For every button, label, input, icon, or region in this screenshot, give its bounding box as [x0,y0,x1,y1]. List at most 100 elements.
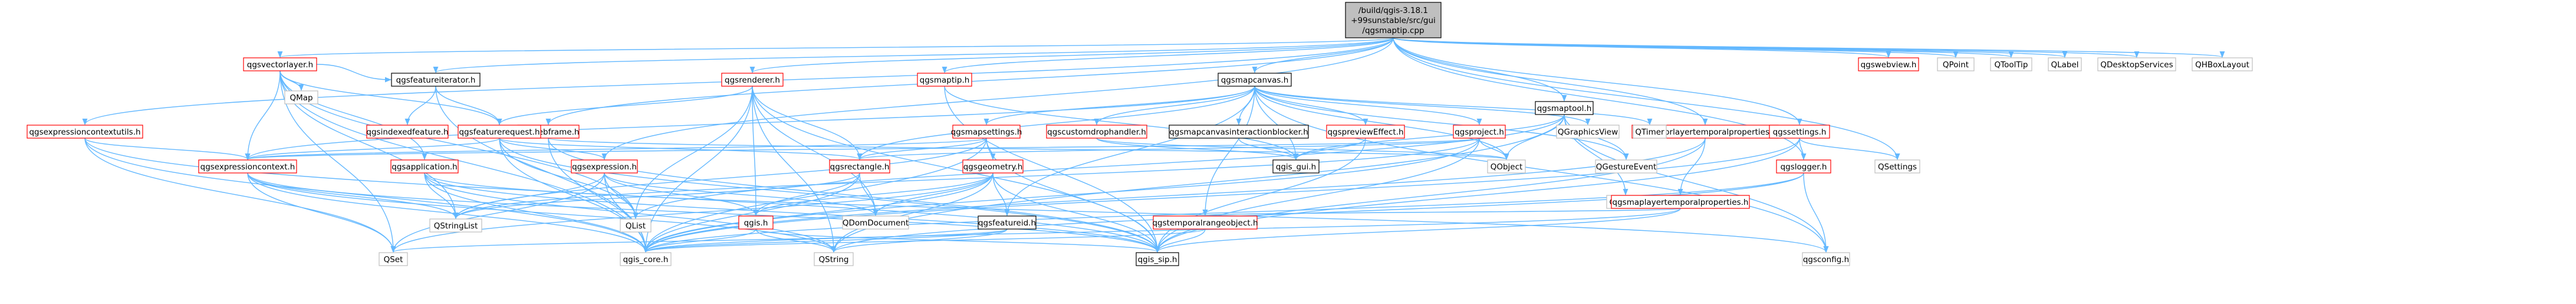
node-box [1937,57,1975,71]
node-qgsfeaturerequest[interactable]: qgsfeaturerequest.h [458,125,541,139]
edge-qgsexpressioncontext-to-qset [247,172,396,253]
node-label: qgsfeaturerequest.h [459,128,539,137]
node-box [814,252,854,266]
node-qlist: QList [620,218,652,233]
node-qgsproject[interactable]: qgsproject.h [1453,125,1506,139]
node-qgis-sip[interactable]: qgis_sip.h [1136,252,1179,266]
edge-root-to-qgsexpression [601,37,1394,161]
edge-qgsexpressioncontextutils-to-qgsexpressioncontext [84,138,251,161]
node-qgsgeometry[interactable]: qgsgeometry.h [962,159,1024,174]
node-label: QObject [1491,162,1523,172]
node-label: qgsproject.h [1455,128,1504,137]
node-qgsvectorlayer[interactable]: qgsvectorlayer.h [243,57,317,71]
edge-qgsmaptip-to-qgis-gui [944,86,1299,161]
node-box [1769,125,1830,139]
node-qgis-gui[interactable]: qgis_gui.h [1272,159,1320,174]
node-label: qgsexpression.h [572,162,637,172]
edge-qgsproject-to-qgsrectangle [857,138,1480,161]
node-box [842,215,909,230]
edge-qgsgeometry-to-qset [390,172,993,253]
node-box [952,125,1021,139]
node-box [1453,125,1506,139]
edge-qgsgeometry-to-qgis-sip [992,172,1160,253]
node-label: QStringList [434,221,478,231]
edge-qgsmapcanvas-to-qgsfeatureid [1004,86,1255,217]
node-qgsrenderer[interactable]: qgsrenderer.h [721,73,784,87]
edge-qgsexpressioncontextutils-to-qgis-sip [84,138,1160,253]
edge-qgsrectangle-to-qgis-core [643,172,860,253]
node-qgsmapcanvas[interactable]: qgsmapcanvas.h [1218,73,1292,87]
node-label: QTimer [1635,128,1664,137]
edge-qgsexpressioncontext-to-qgis-core [247,172,649,253]
node-label: qgis.h [744,218,768,228]
edge-qgis-to-qgis-sip [755,228,1160,253]
edge-qgsexpression-to-qset [390,172,605,253]
edge-qgsexpression-to-qgis-core [604,172,649,253]
edge-qgsfeaturerequest-to-qgsexpressioncontext [245,138,500,161]
node-qgsfeatureid[interactable]: qgsfeatureid.h [978,215,1037,230]
node-qgsmaptool[interactable]: qgsmaptool.h [1535,101,1594,115]
edge-qgssettings-to-qgslogger [1799,138,1807,161]
edge-qgis-to-qstring [755,228,837,253]
node-label: qgsgeometry.h [963,162,1023,172]
node-qdomdocument: QDomDocument [842,215,909,230]
edge-qgsmapcanvas-to-qobject [1254,86,1509,161]
node-box [721,73,784,87]
edge-root-to-qhboxlayout [1393,37,2225,58]
node-label: qgsfeatureiterator.h [396,76,476,85]
node-box [2048,57,2082,71]
edge-qgscustomdrophandler-to-qgis-gui [1096,138,1299,161]
edge-qgsfeatureiterator-to-qgsindexedfeature [404,86,436,126]
node-label: QToolTip [1995,60,2028,70]
node-qgsfeatureiterator[interactable]: qgsfeatureiterator.h [391,73,481,87]
node-box [1990,57,2032,71]
edge-qgsvectorlayer-to-qgis-core [279,70,649,253]
node-box [1046,125,1147,139]
node-qgstemporalrangeobject[interactable]: qgstemporalrangeobject.h [1152,215,1258,230]
node-qgsprevieweffect[interactable]: qgspreviewEffect.h [1326,125,1405,139]
node-qgsmaptip[interactable]: qgsmaptip.h [917,73,972,87]
node-label: /qgsmaptip.cpp [1362,26,1424,35]
edge-qgsmapsettings-to-qgsrectangle [857,138,987,161]
node-qgsexpression[interactable]: qgsexpression.h [571,159,638,174]
nodes: /build/qgis-3.18.1+99sunstable/src/gui/q… [27,2,2253,266]
edge-root-to-qgsvectorlayer [278,37,1394,58]
node-label: qgsmapcanvas.h [1221,76,1289,85]
edge-qgsfeatureid-to-qgis-core [643,228,1008,253]
node-qgssettings[interactable]: qgssettings.h [1769,125,1830,139]
node-box [1595,159,1657,174]
node-box [198,159,297,174]
node-label: qgis_gui.h [1276,162,1316,172]
node-qgswebview[interactable]: qgswebview.h [1858,57,1919,71]
node-qgsmaplayertemporalproperties[interactable]: qgsmaplayertemporalproperties.h [1611,195,1750,209]
node-qgsindexedfeature[interactable]: qgsindexedfeature.h [366,125,449,139]
node-qgsvectorlayertemporalproperties[interactable]: qgsvectorlayertemporalproperties.h [1631,125,1779,139]
node-qgsmapsettings[interactable]: qgsmapsettings.h [951,125,1022,139]
node-qgsexpressioncontext[interactable]: qgsexpressioncontext.h [198,159,297,174]
node-label: /build/qgis-3.18.1 [1358,6,1428,15]
node-qgis[interactable]: qgis.h [738,215,774,230]
node-qgsexpressioncontextutils[interactable]: qgsexpressioncontextutils.h [27,125,143,139]
edge-qgsapplication-to-qgis-sip [424,172,1160,253]
node-label: qgsvectorlayertemporalproperties.h [1633,128,1777,137]
edge-qgsmapcanvas-to-qgsmapsettings [983,86,1255,126]
node-box [391,73,481,87]
edge-qgsfeaturerequest-to-qgsrectangle [499,138,863,161]
node-qgscustomdrophandler[interactable]: qgscustomdrophandler.h [1046,125,1147,139]
node-label: qgsvectorlayer.h [247,60,313,70]
node-qgsrectangle[interactable]: qgsrectangle.h [829,159,890,174]
node-qpoint: QPoint [1937,57,1975,71]
node-qgsapplication[interactable]: qgsapplication.h [390,159,459,174]
node-label: QDomDocument [843,218,909,228]
node-box [917,73,972,87]
node-qgsmapcanvasinteractionblocker[interactable]: qgsmapcanvasinteractionblocker.h [1169,125,1309,139]
node-root[interactable]: /build/qgis-3.18.1+99sunstable/src/gui/q… [1345,2,1442,38]
edge-qgsfeaturerequest-to-qgis-sip [499,138,1160,253]
edge-qgsvectorlayer-to-qgsexpressioncontext [245,70,281,161]
node-qgslogger[interactable]: qgslogger.h [1776,159,1831,174]
edge-qgsfeatureid-to-qset [391,228,1008,253]
node-label: qgstemporalrangeobject.h [1152,218,1258,228]
edge-qgsmaplayertemporalproperties-to-qgis-sip [1154,208,1681,253]
node-box [1874,159,1920,174]
